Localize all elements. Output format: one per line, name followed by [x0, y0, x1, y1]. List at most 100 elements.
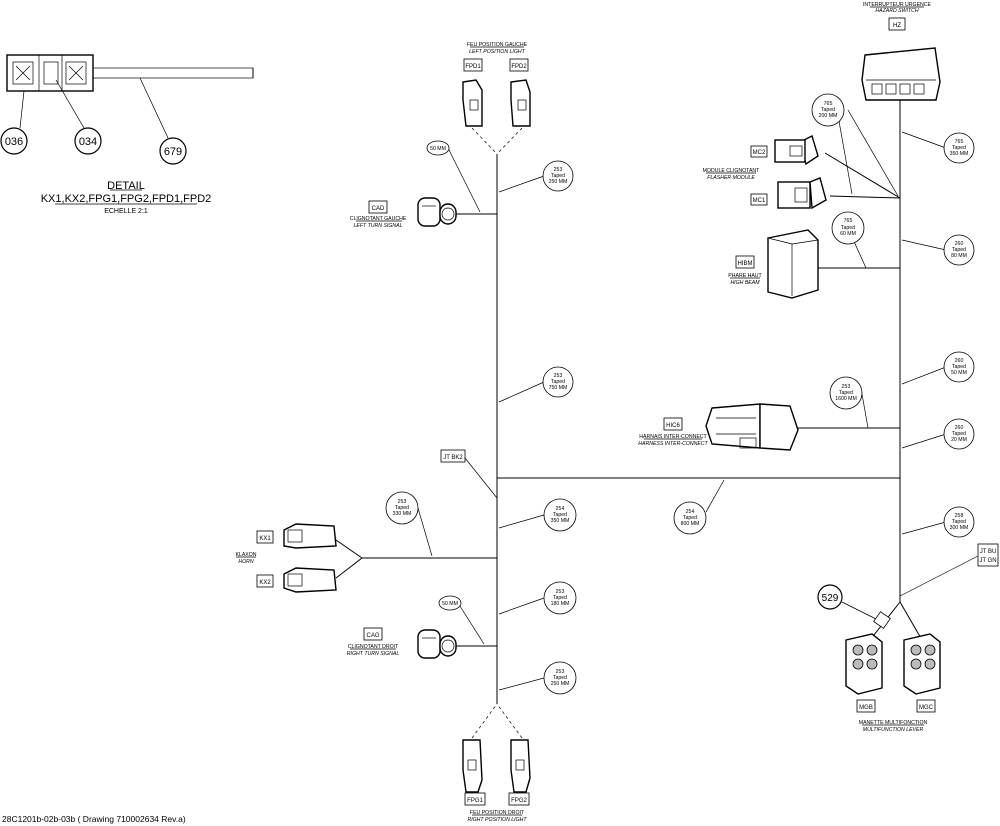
svg-text:Taped: Taped [553, 675, 567, 681]
svg-text:034: 034 [79, 136, 97, 148]
svg-text:FPG2: FPG2 [511, 798, 527, 804]
svg-text:254: 254 [686, 509, 695, 515]
svg-text:JT GN: JT GN [979, 558, 996, 564]
fpg-en-label: RIGHT POSITION LIGHT [467, 817, 527, 823]
svg-text:180 MM: 180 MM [551, 601, 570, 607]
connector-dashes [471, 127, 523, 739]
svg-text:Taped: Taped [821, 107, 835, 113]
mc-en-label: FLASHER MODULE [707, 175, 755, 181]
svg-text:KX2: KX2 [259, 580, 271, 586]
leader-lines [417, 109, 947, 691]
svg-text:MC2: MC2 [753, 150, 766, 156]
jt-bk2-tag: JT BK2 [440, 449, 466, 463]
cag-en-label: RIGHT TURN SIGNAL [347, 651, 400, 657]
bubble-258-300mm: 258 Taped 300 MM [943, 506, 975, 538]
svg-text:HIBM: HIBM [738, 261, 753, 267]
horn-en-label: HORN [238, 559, 254, 565]
mc2-connector [774, 135, 819, 166]
svg-text:254: 254 [556, 506, 565, 512]
fpg1-tag: FPG1 [464, 792, 486, 806]
fpg-fr-label: FEU POSITION DROIT [470, 810, 525, 816]
svg-text:KX1: KX1 [259, 536, 271, 542]
mgc-connector [903, 633, 941, 695]
mgb-connector [845, 633, 883, 695]
svg-text:60 MM: 60 MM [840, 231, 856, 237]
bubble-253-750mm: 253 Taped 750 MM [542, 366, 574, 398]
svg-text:350 MM: 350 MM [551, 518, 570, 524]
svg-text:260: 260 [955, 425, 964, 431]
svg-text:HIC6: HIC6 [666, 423, 680, 429]
svg-text:253: 253 [398, 499, 407, 505]
fpg2-connector [510, 739, 531, 793]
svg-text:MGC: MGC [919, 705, 934, 711]
svg-text:Taped: Taped [841, 225, 855, 231]
hic6-en-label: HARNESS INTER-CONNECT [638, 441, 708, 447]
fpd1-tag: FPD1 [463, 58, 483, 72]
bubble-253-250mm-top: 253 Taped 250 MM [542, 160, 574, 192]
harness-interconnect-connector [705, 403, 799, 451]
svg-text:CAG: CAG [366, 633, 379, 639]
bubble-765-200mm: 765 Taped 200 MM [811, 93, 845, 127]
svg-text:330 MM: 330 MM [393, 511, 412, 517]
kx1-tag: KX1 [256, 530, 274, 544]
detail-connector-drawing [6, 54, 254, 92]
svg-text:765: 765 [824, 101, 833, 107]
mc-fr-label: MODULE CLIGNOTANT [703, 168, 761, 174]
hz-tag: HZ [888, 17, 906, 31]
svg-text:253: 253 [554, 167, 563, 173]
bubble-50mm-bottom: 50 MM [438, 595, 462, 611]
hic6-fr-label: HARNAIS INTER-CONNECT [639, 434, 707, 440]
callout-036: 036 [0, 127, 28, 155]
hazard-switch-connector [861, 47, 941, 101]
svg-text:253: 253 [842, 384, 851, 390]
bubble-260-80mm: 260 Taped 80 MM [943, 234, 975, 266]
fpg2-tag: FPG2 [508, 792, 530, 806]
bubble-260-20mm: 260 Taped 20 MM [943, 418, 975, 450]
svg-text:800 MM: 800 MM [681, 521, 700, 527]
svg-text:750 MM: 750 MM [549, 385, 568, 391]
svg-text:765: 765 [955, 139, 964, 145]
svg-text:JT BU: JT BU [980, 549, 997, 555]
svg-text:253: 253 [556, 669, 565, 675]
mg-en-label: MULTIFUNCTION LEVER [863, 727, 924, 733]
mgb-tag: MGB [856, 699, 876, 713]
svg-text:20 MM: 20 MM [951, 437, 967, 443]
bubble-253-330mm: 253 Taped 330 MM [385, 491, 419, 525]
svg-text:Taped: Taped [395, 505, 409, 511]
fpd2-connector [510, 79, 531, 127]
svg-text:250 MM: 250 MM [551, 681, 570, 687]
kx1-connector [283, 523, 337, 549]
svg-text:FPG1: FPG1 [467, 798, 483, 804]
svg-text:260: 260 [955, 358, 964, 364]
svg-text:Taped: Taped [839, 390, 853, 396]
cad-en-label: LEFT TURN SIGNAL [353, 223, 402, 229]
fpd-en-label: LEFT POSITION LIGHT [469, 49, 525, 55]
svg-text:Taped: Taped [952, 145, 966, 151]
bubble-50mm-top: 50 MM [426, 140, 450, 156]
mc2-tag: MC2 [750, 145, 768, 158]
svg-text:FPD1: FPD1 [465, 64, 481, 70]
bubble-260-50mm: 260 Taped 50 MM [943, 351, 975, 383]
svg-text:679: 679 [164, 146, 182, 158]
mc1-tag: MC1 [750, 193, 768, 206]
svg-text:Taped: Taped [952, 431, 966, 437]
mc1-connector [777, 177, 827, 210]
svg-text:036: 036 [5, 136, 23, 148]
mgc-tag: MGC [916, 699, 936, 713]
svg-text:253: 253 [556, 589, 565, 595]
hz-fr-label: INTERRUPTEUR URGENCE [863, 2, 932, 8]
svg-text:FPD2: FPD2 [511, 64, 527, 70]
hibm-tag: HIBM [735, 255, 755, 269]
svg-text:MC1: MC1 [753, 198, 766, 204]
bubble-765-350mm: 765 Taped 350 MM [943, 132, 975, 164]
svg-text:200 MM: 200 MM [819, 113, 838, 119]
svg-text:Taped: Taped [952, 247, 966, 253]
svg-text:Taped: Taped [683, 515, 697, 521]
callout-679: 679 [159, 137, 187, 165]
svg-text:250 MM: 250 MM [549, 179, 568, 185]
callout-529: 529 [817, 584, 843, 610]
callout-034: 034 [74, 127, 102, 155]
bubble-765-60mm: 765 Taped 60 MM [831, 211, 865, 245]
svg-text:Taped: Taped [952, 364, 966, 370]
